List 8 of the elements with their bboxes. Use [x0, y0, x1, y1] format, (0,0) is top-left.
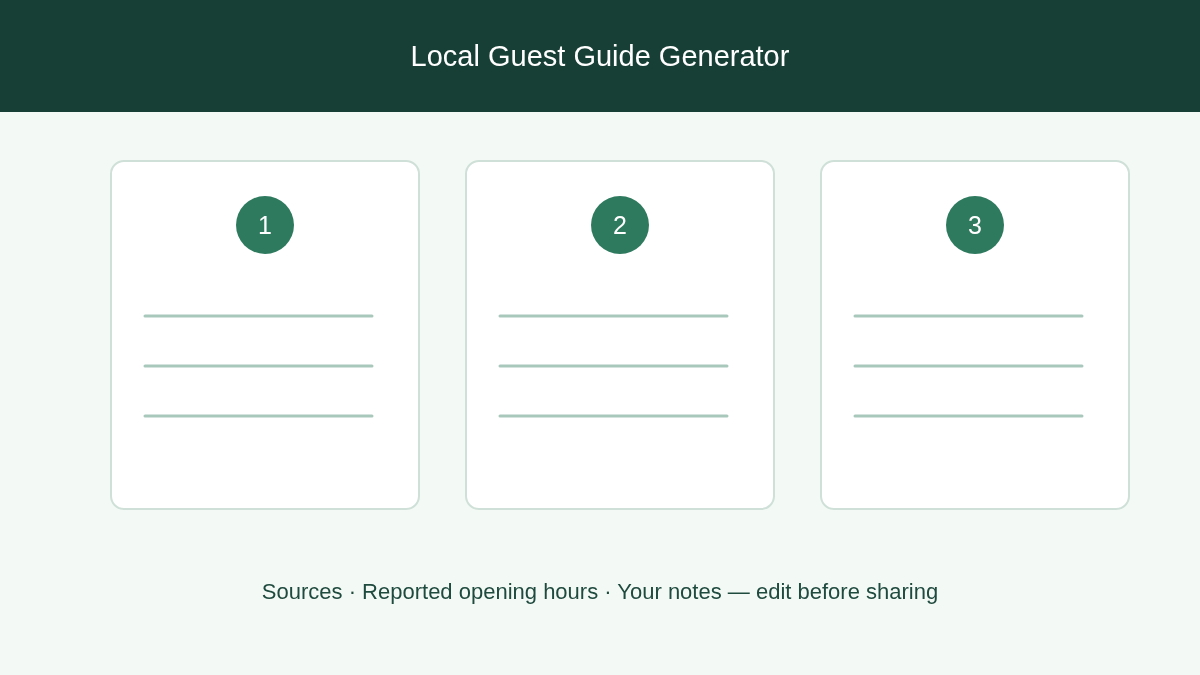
step-number: 1 — [236, 196, 294, 254]
step-number: 3 — [946, 196, 1004, 254]
card — [465, 160, 775, 510]
title: Local Guest Guide Generator — [409, 39, 791, 74]
step-number: 2 — [591, 196, 649, 254]
caption: Sources · Reported opening hours · Your notes — edit before sharing — [261, 579, 939, 604]
card — [820, 160, 1130, 510]
card — [110, 160, 420, 510]
